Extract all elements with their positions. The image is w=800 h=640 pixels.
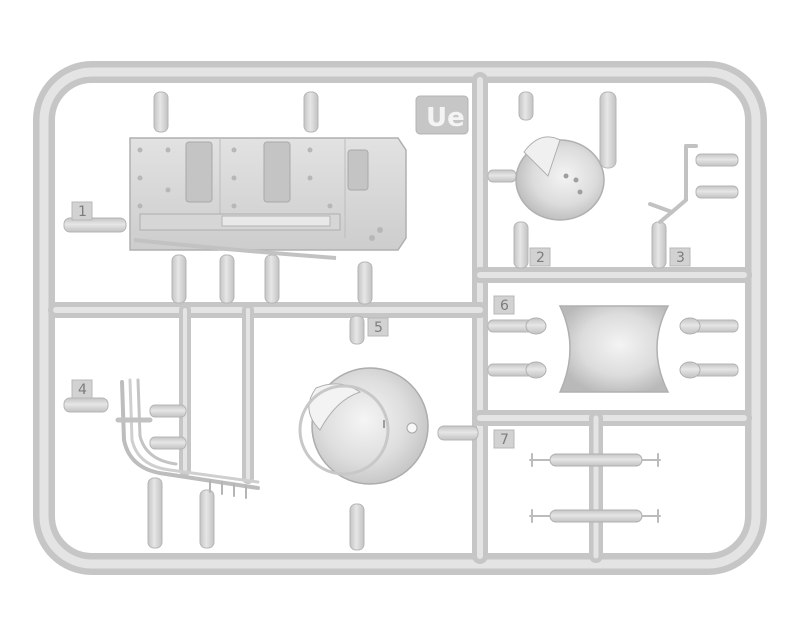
svg-text:2: 2	[536, 250, 545, 266]
sprue-frame	[33, 61, 767, 575]
part-number-4: 4	[71, 379, 93, 399]
svg-text:7: 7	[500, 432, 509, 448]
part-number-3: 3	[669, 247, 691, 267]
part-7-rods	[529, 453, 661, 523]
sprue-tag: Ue	[415, 95, 469, 135]
sprue-tag-text: Ue	[426, 103, 465, 133]
part-number-1: 1	[71, 201, 93, 221]
svg-text:1: 1	[78, 204, 87, 220]
part-number-labels: 1 2 3 4 5 6 7	[71, 201, 691, 449]
gates-horizontal	[63, 153, 739, 450]
part-4-rods	[115, 378, 260, 499]
part-1-plate	[129, 137, 407, 260]
part-number-2: 2	[529, 247, 551, 267]
part-number-5: 5	[367, 317, 389, 337]
svg-text:5: 5	[374, 320, 383, 336]
gates	[147, 91, 667, 551]
part-5-cover	[298, 367, 429, 485]
part-2-dome	[515, 136, 605, 221]
svg-text:6: 6	[500, 298, 509, 314]
part-number-6: 6	[493, 295, 515, 315]
svg-text:3: 3	[676, 250, 685, 266]
svg-text:4: 4	[78, 382, 87, 398]
part-3-bracket	[648, 144, 698, 224]
part-6-collar	[525, 305, 701, 393]
part-number-7: 7	[493, 429, 515, 449]
